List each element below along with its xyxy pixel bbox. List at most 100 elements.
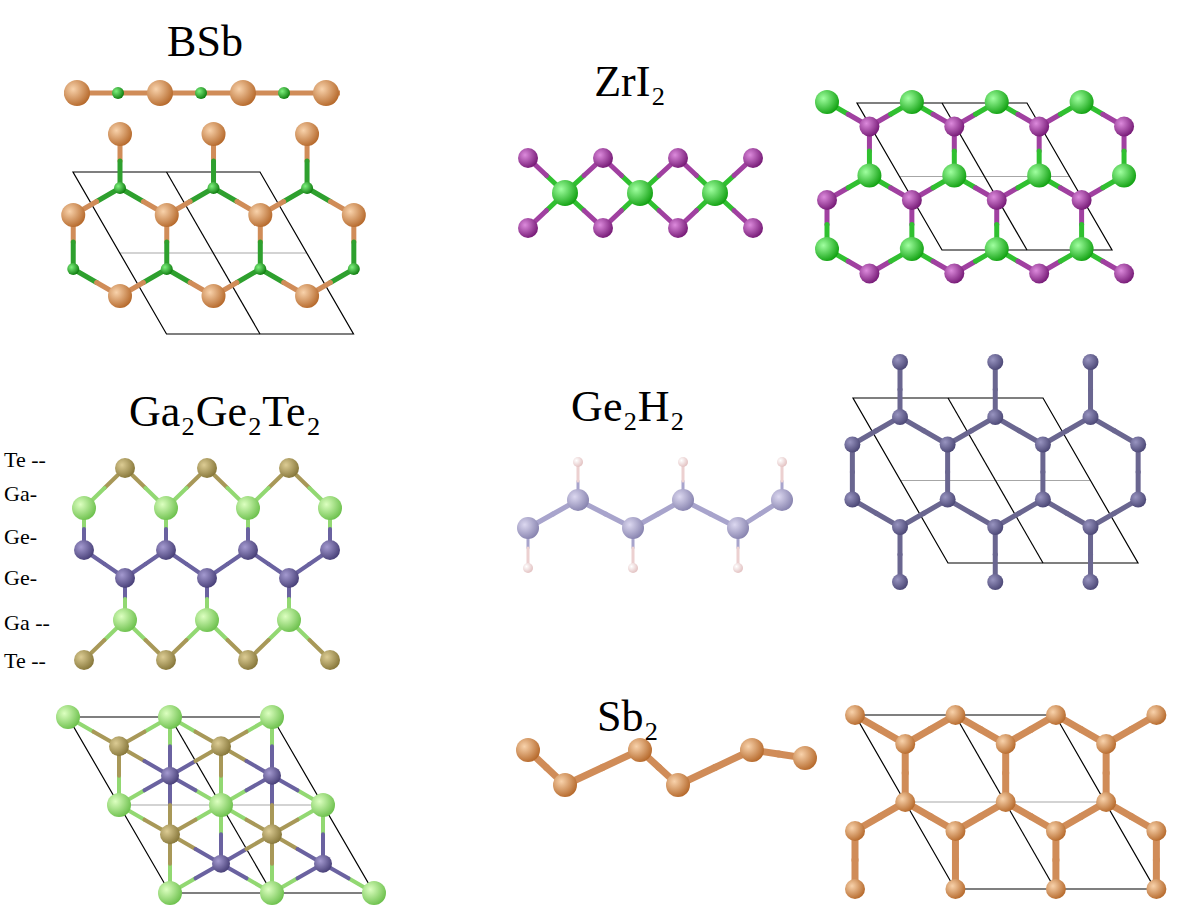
- atom: [1035, 492, 1051, 508]
- structure-title: Ge₂H₂: [571, 385, 685, 429]
- atom: [254, 263, 266, 275]
- structure-title: ZrI₂: [594, 60, 666, 104]
- atom: [743, 148, 763, 168]
- structure-title: BSb: [167, 20, 243, 64]
- atom: [263, 767, 281, 785]
- atom: [817, 190, 837, 210]
- atom: [208, 182, 220, 194]
- atom: [987, 190, 1007, 210]
- unit-cell: [853, 398, 1138, 563]
- atom: [1130, 437, 1146, 453]
- atom: [279, 458, 299, 478]
- atom: [1114, 117, 1134, 137]
- atom: [195, 608, 219, 632]
- atom: [678, 457, 688, 467]
- atom: [115, 458, 135, 478]
- atom: [1046, 705, 1066, 725]
- atom: [1027, 164, 1051, 188]
- atom: [1046, 879, 1066, 899]
- atom: [517, 517, 539, 539]
- atom: [668, 148, 688, 168]
- atom: [1146, 879, 1166, 899]
- atom: [900, 237, 924, 261]
- atom: [160, 824, 180, 844]
- unit-cell: [857, 103, 1112, 250]
- atom: [260, 881, 284, 905]
- atom: [857, 164, 881, 188]
- atom: [593, 148, 613, 168]
- atom: [1130, 492, 1146, 508]
- atom: [260, 705, 284, 729]
- atom: [211, 736, 231, 756]
- atom: [777, 457, 787, 467]
- atom: [161, 767, 179, 785]
- atom: [945, 879, 965, 899]
- atom: [1070, 90, 1094, 114]
- layer-label: Ga --: [4, 612, 50, 634]
- atom: [147, 80, 173, 106]
- atom: [518, 148, 538, 168]
- atom: [815, 237, 839, 261]
- atom: [940, 437, 956, 453]
- atom: [518, 218, 538, 238]
- atom: [1029, 264, 1049, 284]
- atom: [1083, 519, 1099, 535]
- atom: [567, 489, 589, 511]
- atom: [156, 650, 176, 670]
- atom: [72, 496, 96, 520]
- atom: [74, 540, 94, 560]
- atom: [262, 824, 282, 844]
- atom: [553, 773, 577, 797]
- atom: [743, 218, 763, 238]
- atom: [845, 705, 865, 725]
- atom: [944, 264, 964, 284]
- atom: [107, 793, 131, 817]
- atom: [666, 773, 690, 797]
- atom: [320, 650, 340, 670]
- atom: [114, 182, 126, 194]
- layer-label: Te --: [4, 449, 46, 471]
- atom: [740, 738, 764, 762]
- atom: [628, 738, 652, 762]
- atom: [236, 496, 260, 520]
- atom: [1070, 237, 1094, 261]
- atom: [61, 203, 85, 227]
- atom: [115, 568, 135, 588]
- atom: [892, 519, 908, 535]
- atom: [1046, 821, 1066, 841]
- atom: [238, 540, 258, 560]
- layer-label: Ge-: [4, 567, 37, 589]
- atom: [295, 122, 319, 146]
- atom: [161, 263, 173, 275]
- atom: [859, 117, 879, 137]
- atom: [197, 458, 217, 478]
- atom: [348, 263, 360, 275]
- atom: [628, 563, 638, 573]
- atom: [158, 705, 182, 729]
- atom: [672, 489, 694, 511]
- atom: [109, 736, 129, 756]
- structure-title: Ga₂Ge₂Te₂: [129, 390, 321, 434]
- atom: [1096, 792, 1116, 812]
- atom: [318, 496, 342, 520]
- atom: [573, 457, 583, 467]
- atom: [987, 519, 1003, 535]
- atom: [1083, 574, 1099, 590]
- atom: [209, 793, 233, 817]
- atom: [996, 792, 1016, 812]
- atom: [212, 855, 230, 873]
- atom: [895, 734, 915, 754]
- atom: [516, 738, 540, 762]
- atom: [987, 409, 1003, 425]
- atom: [195, 87, 207, 99]
- atom: [320, 540, 340, 560]
- atom: [1112, 164, 1136, 188]
- atom: [552, 180, 578, 206]
- atom: [311, 793, 335, 817]
- atom: [248, 203, 272, 227]
- atom: [892, 354, 908, 370]
- atom: [230, 80, 256, 106]
- atom: [1096, 734, 1116, 754]
- layer-label: Te --: [4, 650, 46, 672]
- atom: [56, 705, 80, 729]
